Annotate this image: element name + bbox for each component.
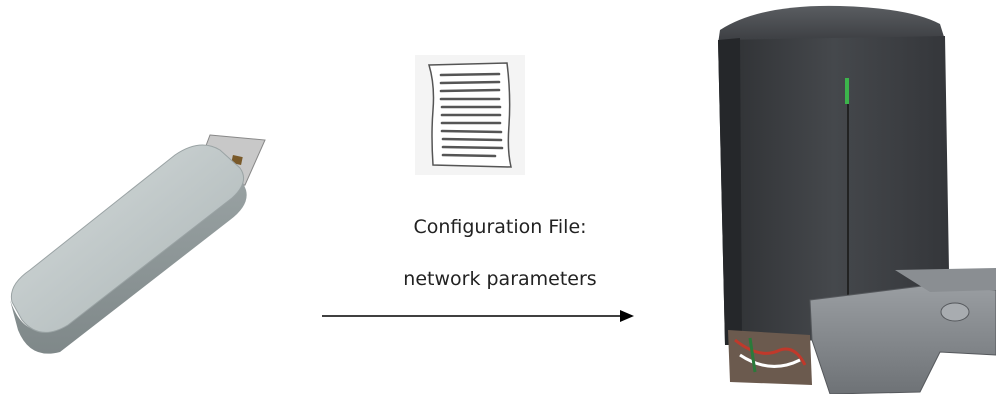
network-parameters-label: network parameters: [403, 268, 597, 290]
arrow-right-icon: [322, 310, 634, 322]
text-document-icon: [415, 55, 525, 175]
usb-drive-icon: [10, 134, 266, 354]
wall-mounted-device-icon: [718, 5, 996, 394]
config-file-label: Configuration File:: [413, 216, 587, 238]
